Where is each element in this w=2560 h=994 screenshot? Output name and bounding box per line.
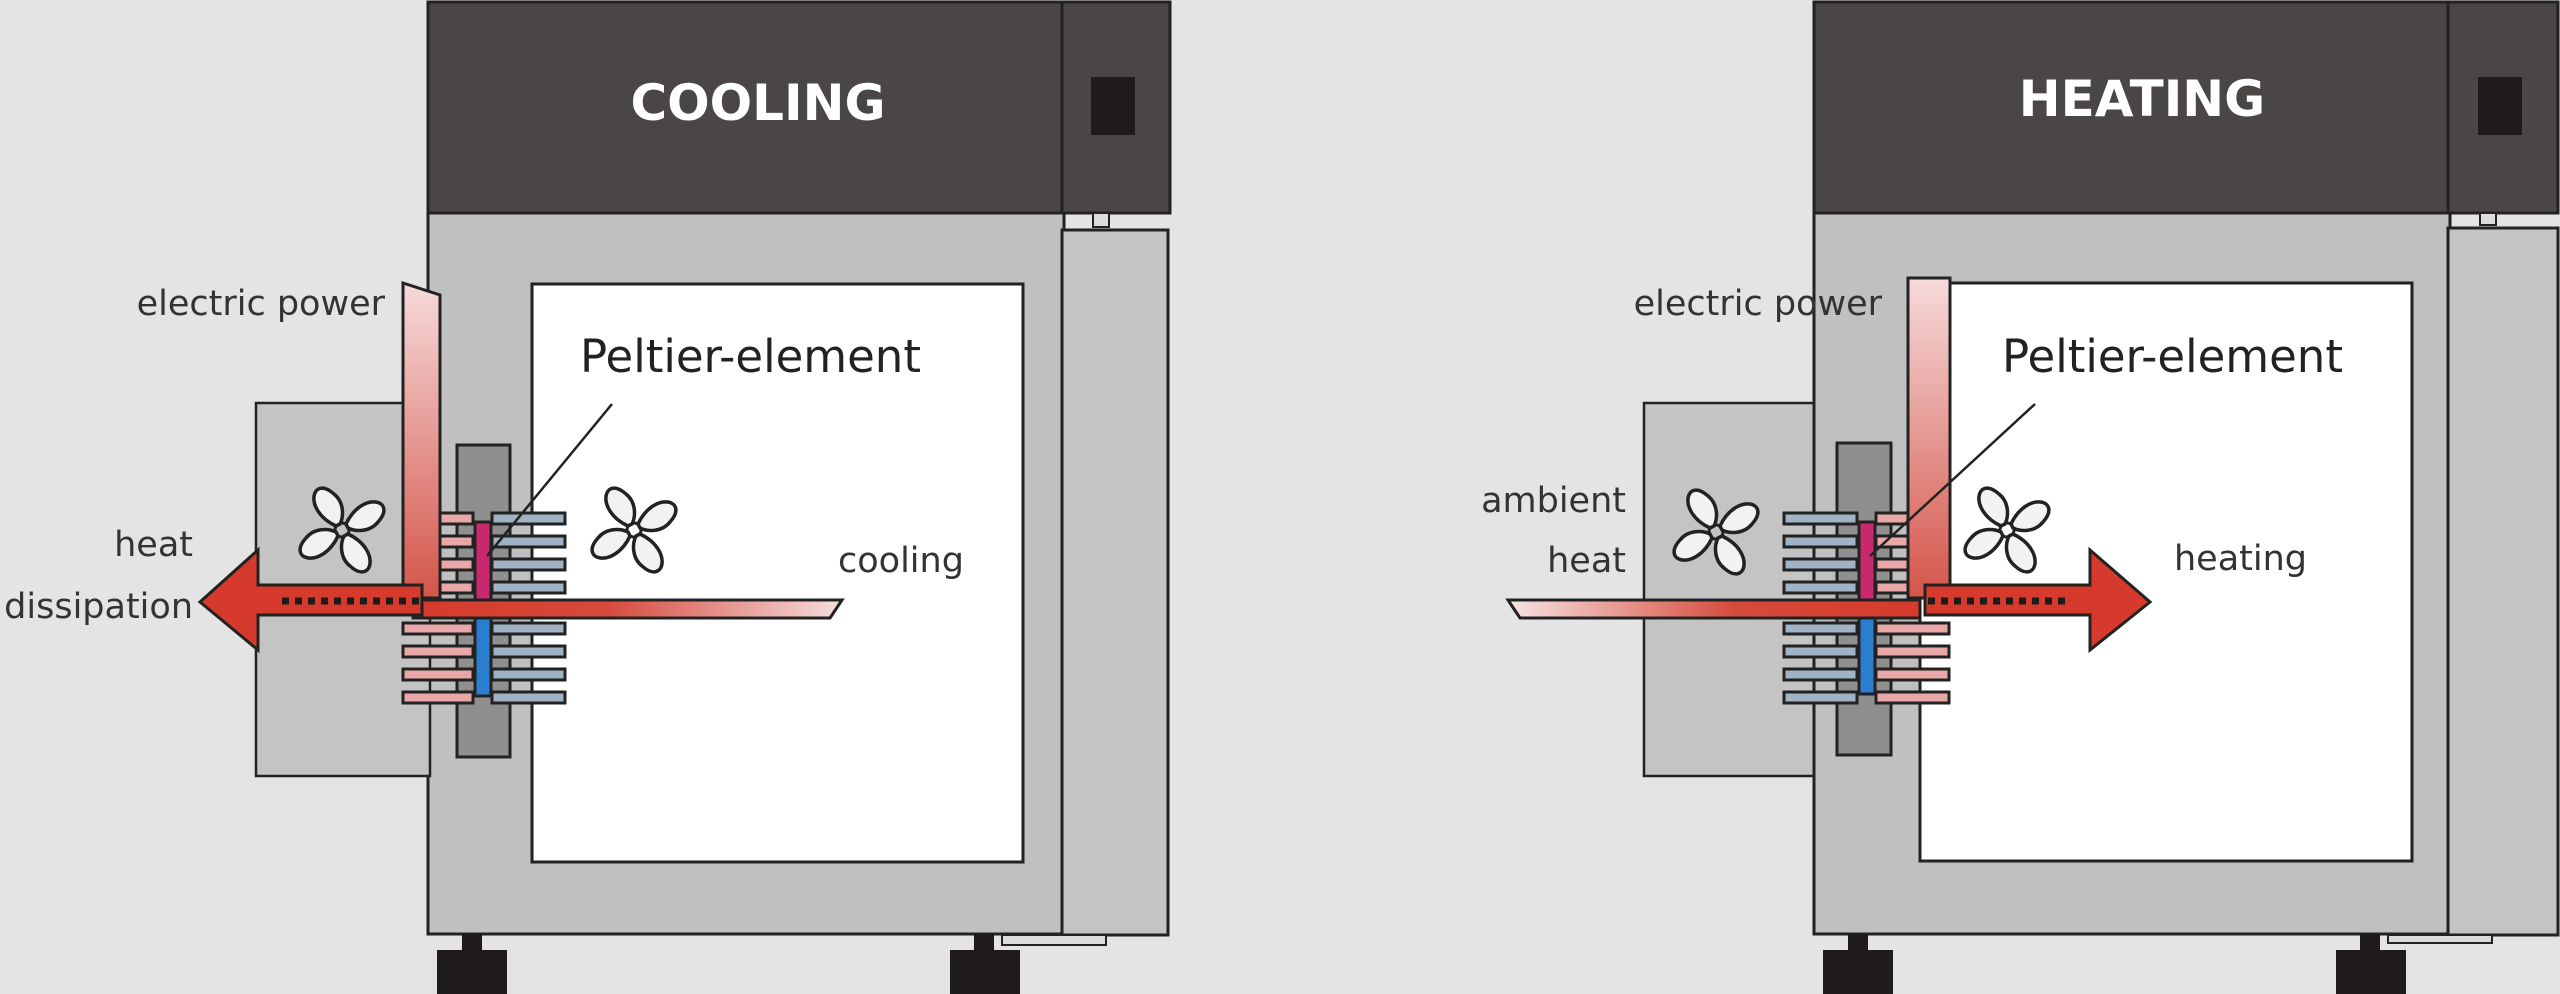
foot-right	[950, 950, 1020, 994]
dissipation-label: dissipation	[4, 587, 193, 627]
heat-label: heat	[1547, 541, 1626, 581]
outer-heat-sink-fins	[1782, 511, 1859, 705]
panel-title: HEATING	[2019, 70, 2265, 128]
peltier-element-label: Peltier-element	[2002, 330, 2343, 383]
cabinet-door	[1060, 228, 1170, 937]
display-screen	[1091, 77, 1135, 135]
heating-label: heating	[2174, 539, 2307, 579]
panel-title: COOLING	[630, 74, 885, 132]
door-hinge	[1092, 212, 1110, 228]
door-hinge	[2479, 212, 2497, 226]
foot-right-stem	[974, 934, 994, 952]
electric-power-arrow	[401, 280, 442, 600]
heat-label: heat	[114, 525, 193, 565]
peltier-hot-side	[473, 520, 493, 604]
panel-heating: HEATING	[1481, 0, 2560, 994]
peltier-cold-side	[473, 616, 493, 698]
peltier-element-label: Peltier-element	[580, 330, 921, 383]
ambient-heat-arrow	[1505, 598, 1922, 620]
peltier-hot-side	[1857, 520, 1877, 604]
foot-left-stem	[462, 934, 482, 952]
foot-right-stem	[2360, 934, 2380, 952]
foot-left	[1823, 950, 1893, 994]
cooling-label: cooling	[838, 541, 964, 581]
foot-left	[437, 950, 507, 994]
peltier-cold-side	[1857, 616, 1877, 696]
cabinet-top	[426, 0, 1066, 215]
door-foot	[2387, 934, 2493, 944]
ambient-label: ambient	[1481, 481, 1626, 521]
door-foot	[1001, 934, 1107, 946]
interior-chamber	[530, 282, 1025, 864]
electric-power-arrow	[1906, 276, 1952, 600]
electric-power-label: electric power	[137, 284, 386, 324]
panel-cooling: COOLING	[4, 0, 1172, 994]
cabinet-top	[1812, 0, 2452, 215]
cooling-arrow	[411, 598, 845, 620]
foot-left-stem	[1848, 934, 1868, 952]
peltier-pointer-line	[486, 403, 613, 557]
display-screen	[2478, 77, 2522, 135]
peltier-pointer-line	[1869, 403, 2036, 557]
foot-right	[2336, 950, 2406, 994]
electric-power-label: electric power	[1634, 284, 1883, 324]
cabinet-door	[2446, 226, 2560, 937]
interior-chamber	[1918, 281, 2414, 863]
